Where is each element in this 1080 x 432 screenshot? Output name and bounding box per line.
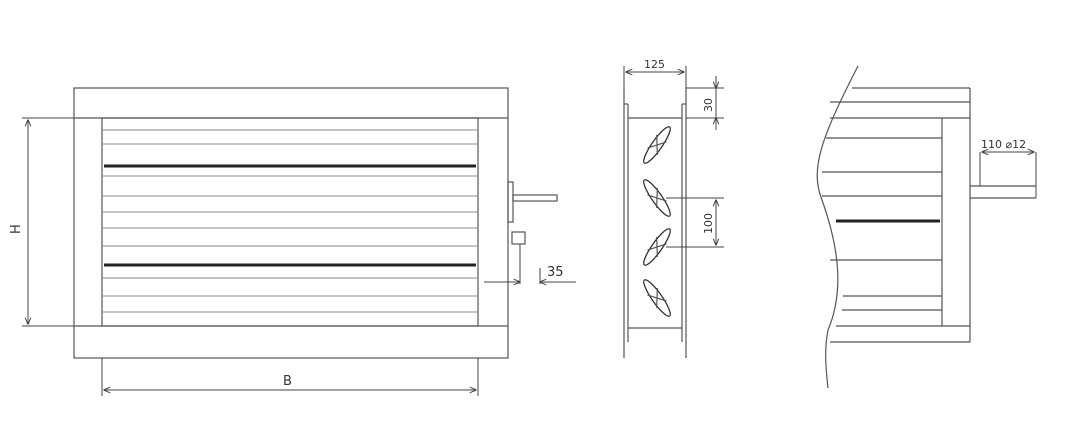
blade-profiles xyxy=(643,126,671,317)
side-frame xyxy=(623,88,687,358)
dimension-b: B xyxy=(101,358,479,396)
dimension-30-label: 30 xyxy=(702,98,715,112)
blade-3 xyxy=(643,228,671,266)
blade-2 xyxy=(643,179,671,217)
detail-shaft: 110 ⌀12 xyxy=(970,138,1037,199)
louver-lines xyxy=(102,129,478,313)
dimension-30: 30 xyxy=(686,76,724,130)
shaft-dimension-label: 110 ⌀12 xyxy=(981,138,1026,151)
dimension-35: 35 xyxy=(484,265,576,284)
break-line xyxy=(816,65,859,389)
blade-4 xyxy=(643,279,671,317)
drive-shaft xyxy=(507,181,558,284)
dimension-35-label: 35 xyxy=(547,265,564,280)
dimension-100-label: 100 xyxy=(702,213,715,234)
dimension-125-label: 125 xyxy=(644,58,665,71)
blade-1 xyxy=(643,126,671,164)
front-view: 35 H B xyxy=(9,87,576,396)
dimension-100: 100 xyxy=(666,197,724,248)
dimension-b-label: B xyxy=(283,374,292,389)
detail-frame xyxy=(822,87,971,343)
inner-frame xyxy=(101,117,479,327)
side-view: 125 30 100 xyxy=(623,58,724,358)
detail-view: 110 ⌀12 xyxy=(816,65,1037,389)
dimension-h: H xyxy=(9,117,74,327)
outer-frame xyxy=(73,87,509,359)
dimension-125: 125 xyxy=(623,58,687,88)
dimension-h-label: H xyxy=(9,224,24,234)
